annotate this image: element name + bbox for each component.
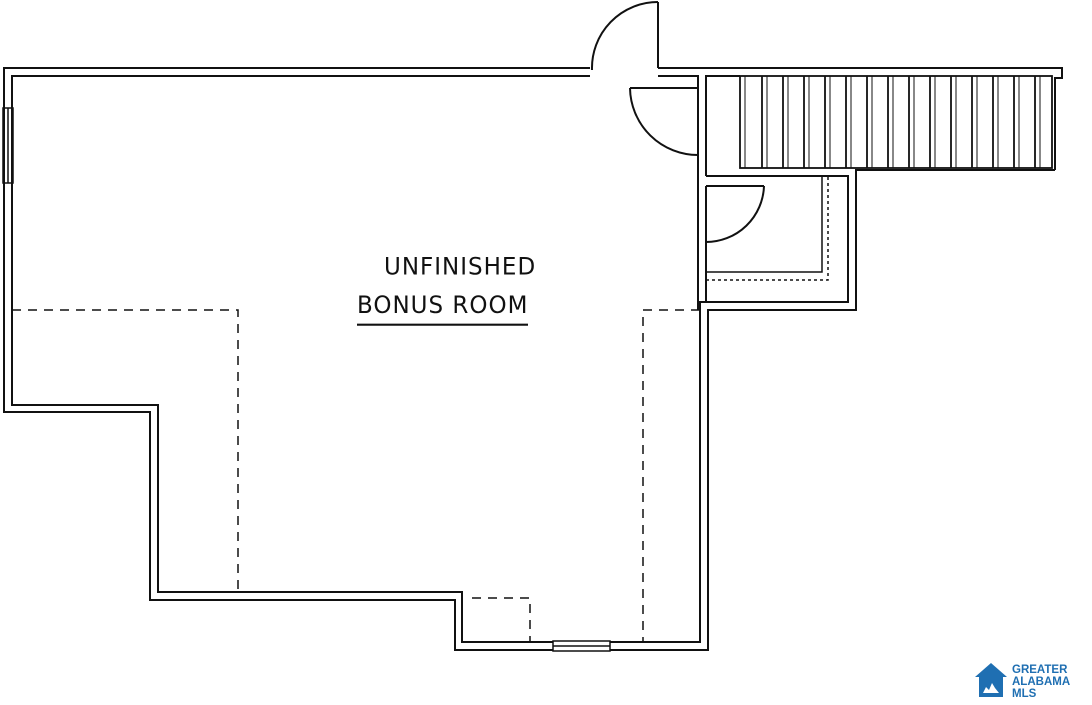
bottom-window xyxy=(552,640,611,652)
top-door xyxy=(590,1,659,71)
stair-door xyxy=(629,87,707,182)
knee-wall-lines xyxy=(12,309,700,642)
room-label-line2: BONUS ROOM xyxy=(357,294,529,326)
logo-text-line3: MLS xyxy=(1012,688,1037,700)
closet-outline xyxy=(706,176,829,281)
stair-treads xyxy=(739,75,1053,169)
room-label-line1: UNFINISHED xyxy=(384,253,537,281)
logo-text-line2: ALABAMA xyxy=(1012,676,1071,688)
house-icon xyxy=(975,663,1007,697)
mls-watermark-logo: GREATER ALABAMA MLS xyxy=(974,659,1092,703)
closet-door xyxy=(697,182,765,310)
left-window xyxy=(2,107,14,184)
mls-logo-text: GREATER ALABAMA MLS xyxy=(1012,664,1070,700)
logo-text-line1: GREATER xyxy=(1012,664,1068,676)
main-room-walls xyxy=(3,67,1063,651)
